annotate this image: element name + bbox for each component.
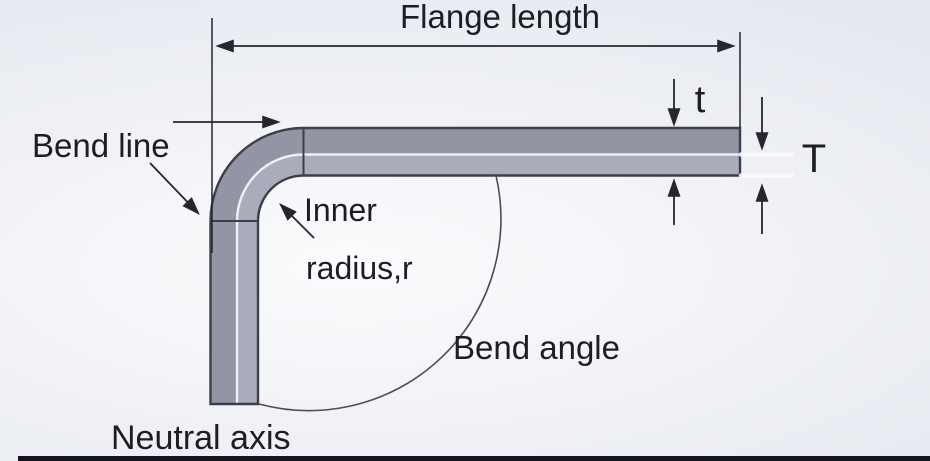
bend-line-leader-arrow <box>149 162 200 216</box>
T-thickness-label: T <box>802 137 826 181</box>
neutral-axis-line <box>235 153 740 403</box>
metal-part-outer-band <box>210 128 740 404</box>
neutral-axis-label: Neutral axis <box>111 419 291 457</box>
inner-radius-label-line2: radius,r <box>306 250 413 286</box>
inner-radius-leader-arrow <box>279 203 315 239</box>
bottom-video-bar <box>18 456 930 461</box>
bend-angle-arc <box>258 175 502 412</box>
bend-angle-label: Bend angle <box>453 329 620 366</box>
bend-line-label: Bend line <box>32 127 170 164</box>
flange-length-label: Flange length <box>400 0 600 35</box>
t-thickness-label: t <box>695 79 706 121</box>
inner-radius-label-line1: Inner <box>304 192 377 228</box>
